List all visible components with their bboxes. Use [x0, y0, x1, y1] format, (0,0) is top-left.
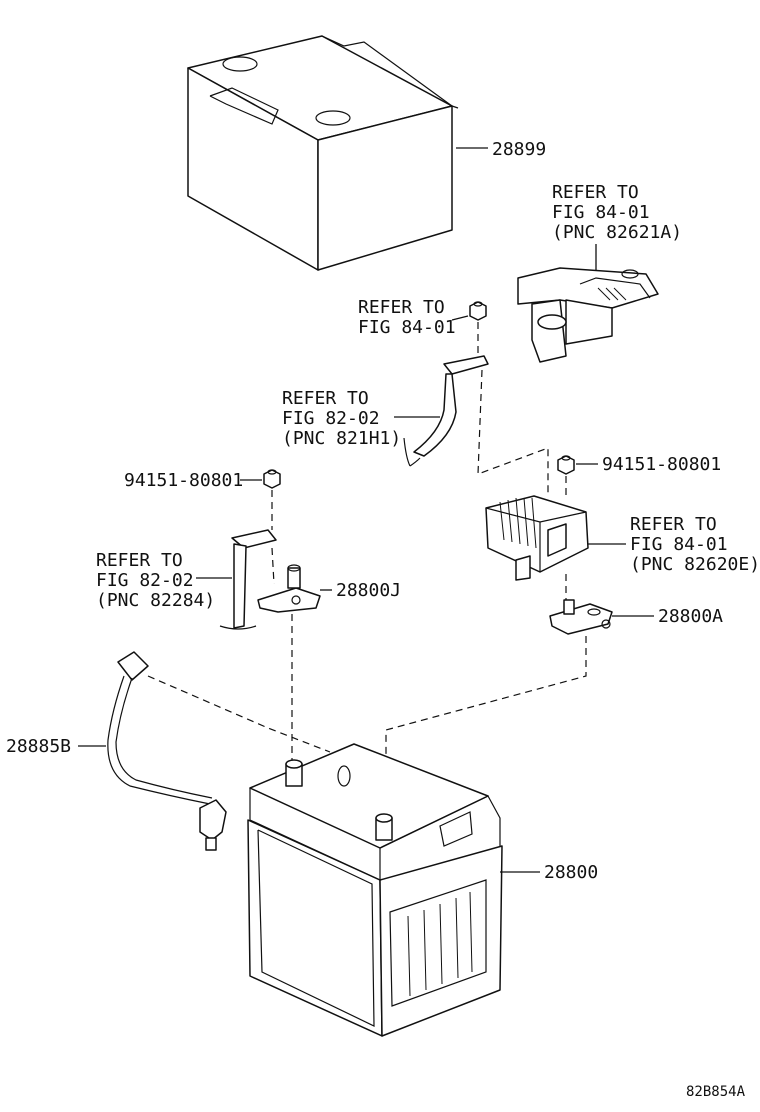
battery-28800[interactable] [247, 743, 503, 1037]
pnc-reference: (PNC 821H1) [282, 428, 401, 449]
fuse-box[interactable] [485, 495, 589, 581]
figure-reference: FIG 84-01 [552, 202, 650, 223]
figure-reference: FIG 82-02 [96, 570, 194, 591]
battery-cover-28899[interactable] [187, 35, 459, 271]
terminal-cover[interactable] [517, 267, 659, 363]
figure-reference: FIG 84-01 [630, 534, 728, 555]
nut[interactable] [469, 301, 487, 321]
part-number-28800J: 28800J [336, 580, 401, 601]
refer-label: REFER TO [358, 297, 445, 318]
part-number-28800: 28800 [544, 862, 598, 883]
part-number-94151-80801: 94151-80801 [124, 470, 243, 491]
figure-reference: FIG 82-02 [282, 408, 380, 429]
pnc-reference: (PNC 82621A) [552, 222, 682, 243]
refer-label: REFER TO [630, 514, 717, 535]
battery-cable-821H1[interactable] [403, 355, 489, 467]
pnc-reference: (PNC 82284) [96, 590, 215, 611]
nut[interactable] [557, 455, 575, 475]
vent-hose-28885B[interactable] [107, 651, 227, 851]
refer-label: REFER TO [552, 182, 639, 203]
part-number-28885B: 28885B [6, 736, 71, 757]
battery-terminal-28800J[interactable] [257, 564, 321, 613]
part-number-94151-80801: 94151-80801 [602, 454, 721, 475]
pnc-reference: (PNC 82620E) [630, 554, 760, 575]
refer-label: REFER TO [96, 550, 183, 571]
refer-label: REFER TO [282, 388, 369, 409]
battery-terminal-28800A[interactable] [549, 599, 613, 635]
figure-code: 82B854A [686, 1084, 746, 1100]
battery-cable-82284[interactable] [219, 529, 277, 630]
part-number-28899: 28899 [492, 139, 546, 160]
part-number-28800A: 28800A [658, 606, 723, 627]
figure-reference: FIG 84-01 [358, 317, 456, 338]
nut[interactable] [263, 469, 281, 489]
